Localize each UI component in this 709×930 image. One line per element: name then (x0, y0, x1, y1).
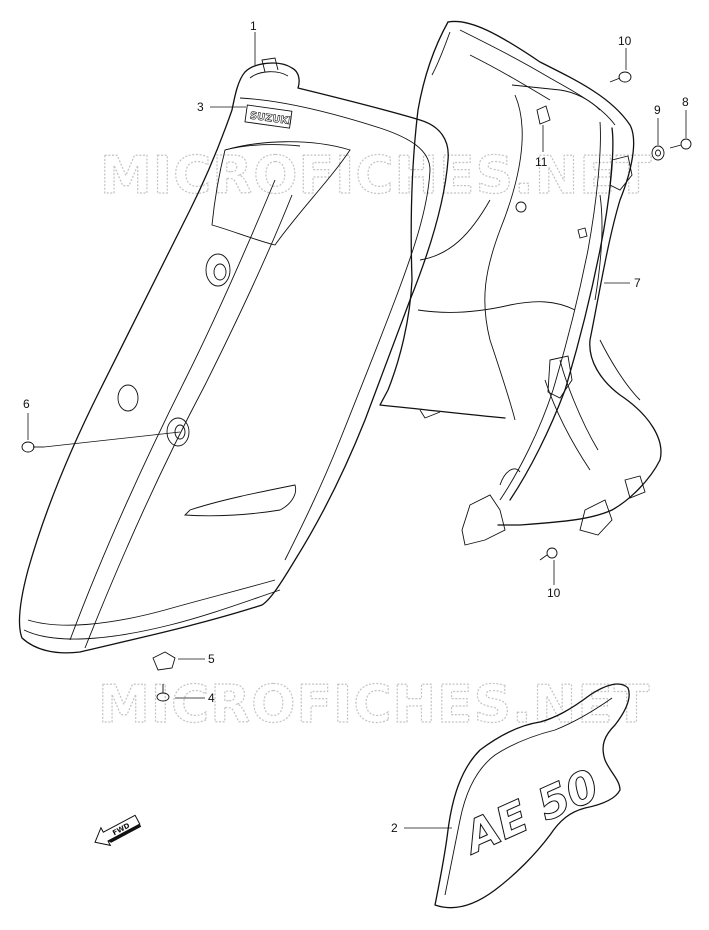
callout-9: 9 (654, 103, 661, 117)
watermark-top: MICROFICHES.NET (100, 146, 652, 206)
hardware (21, 71, 692, 702)
callout-2: 2 (391, 821, 398, 835)
callout-5: 5 (208, 652, 215, 666)
callouts: 1 3 6 5 4 10 9 8 11 7 10 2 (23, 19, 689, 835)
leader-lines (27, 32, 687, 829)
callout-6: 6 (23, 397, 30, 411)
front-leg-shield: SUZUKI (18, 57, 449, 654)
watermark-bottom: MICROFICHES.NET (98, 675, 650, 735)
callout-4: 4 (208, 691, 215, 705)
callout-7: 7 (634, 276, 641, 290)
svg-text:SUZUKI: SUZUKI (249, 111, 292, 128)
callout-10-top: 10 (618, 34, 632, 48)
fwd-arrow-icon: FWD (94, 814, 142, 847)
callout-1: 1 (250, 19, 257, 33)
callout-11: 11 (535, 155, 548, 169)
callout-8: 8 (682, 95, 689, 109)
inner-leg-shield (379, 20, 662, 546)
callout-3: 3 (197, 100, 204, 114)
callout-10-bottom: 10 (547, 586, 561, 600)
badge-text: AE 50 (454, 760, 606, 865)
